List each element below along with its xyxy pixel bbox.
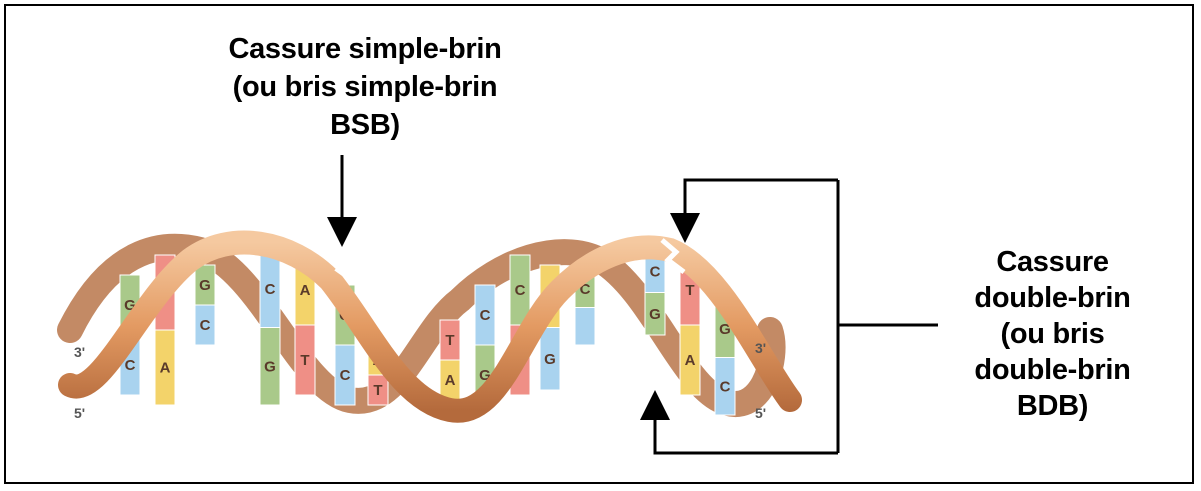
single-strand-break-label: Cassure simple-brin (ou bris simple-brin… bbox=[150, 30, 580, 144]
base-letter: T bbox=[373, 382, 382, 399]
base-letter: C bbox=[340, 367, 351, 384]
double-strand-break-label: Cassure double-brin (ou bris double-brin… bbox=[930, 244, 1175, 424]
base-letter: G bbox=[199, 277, 211, 294]
double-strand-break-line-4: double-brin bbox=[930, 352, 1175, 388]
strand-end-right-bottom: 5' bbox=[755, 405, 766, 421]
base-letter: A bbox=[160, 360, 171, 377]
base-letter: C bbox=[515, 282, 526, 299]
double-strand-break-line-3: (ou bris bbox=[930, 316, 1175, 352]
base-letter: A bbox=[445, 372, 456, 389]
base-letter: A bbox=[685, 352, 696, 369]
single-strand-break-line-1: Cassure simple-brin bbox=[150, 30, 580, 68]
base-letter: T bbox=[685, 282, 694, 299]
strand-end-left-top: 3' bbox=[74, 344, 85, 360]
base-letter: T bbox=[300, 352, 309, 369]
double-strand-break-line-2: double-brin bbox=[930, 280, 1175, 316]
base-letter: C bbox=[200, 317, 211, 334]
base-letter: A bbox=[300, 282, 311, 299]
base-letter: C bbox=[720, 378, 731, 395]
strand-end-right-top: 3' bbox=[755, 340, 766, 356]
base-letter: G bbox=[649, 306, 661, 323]
base-letter: G bbox=[544, 351, 556, 368]
base-letter: C bbox=[125, 357, 136, 374]
base-letter: C bbox=[480, 307, 491, 324]
strand-end-left-bottom: 5' bbox=[74, 405, 85, 421]
single-strand-break-line-3: BSB) bbox=[150, 106, 580, 144]
base-letter: C bbox=[650, 263, 661, 280]
double-strand-break-line-5: BDB) bbox=[930, 388, 1175, 424]
base-bar-bottom bbox=[575, 308, 595, 346]
double-strand-break-line-1: Cassure bbox=[930, 244, 1175, 280]
base-letter: G bbox=[264, 358, 276, 375]
base-letter: T bbox=[445, 332, 454, 349]
single-strand-break-line-2: (ou bris simple-brin bbox=[150, 68, 580, 106]
base-letter: C bbox=[265, 281, 276, 298]
